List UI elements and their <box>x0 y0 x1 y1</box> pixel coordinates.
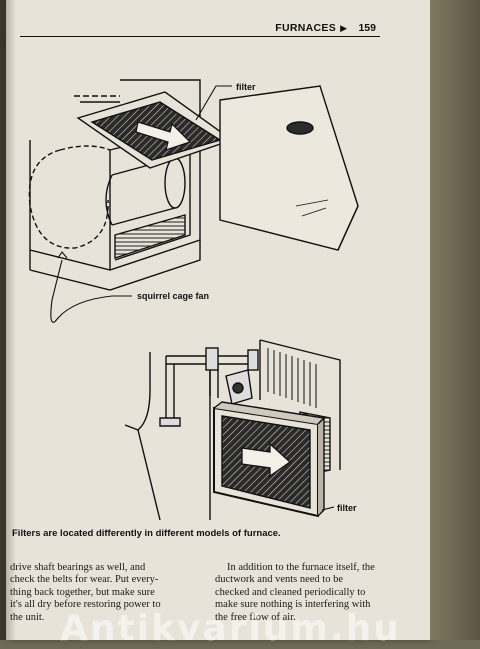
body-column-right: In addition to the furnace itself, the d… <box>215 562 415 624</box>
binding-shadow <box>0 0 6 640</box>
watermark: Antikvarium.hu <box>60 608 401 649</box>
text-line: checked and cleaned periodically to <box>215 586 366 598</box>
top-furnace-drawing <box>28 79 359 323</box>
page-gutter-shade <box>6 0 16 640</box>
body-column-left: drive shaft bearings as well, and check … <box>10 562 205 624</box>
section-title: FURNACES <box>275 22 336 34</box>
running-header: FURNACES ▶ 159 <box>20 22 380 37</box>
book-page <box>6 0 430 640</box>
text-line: thing back together, but make sure <box>10 586 155 598</box>
text-line: make sure nothing is interfering with <box>215 599 371 611</box>
text-line: check the belts for wear. Put every- <box>10 574 159 586</box>
bottom-furnace-drawing <box>124 339 341 521</box>
background-surface <box>430 0 480 640</box>
arrow-right-icon: ▶ <box>340 23 347 33</box>
label-squirrel-cage-fan: squirrel cage fan <box>137 291 209 301</box>
text-line: In addition to the furnace itself, the <box>227 562 375 573</box>
page-number: 159 <box>358 22 376 34</box>
figure-caption: Filters are located differently in diffe… <box>12 528 281 539</box>
text-line: drive shaft bearings as well, and <box>10 562 146 573</box>
adjacent-page-glyph: o <box>1 34 7 44</box>
text-line: the free flow of air. <box>215 611 296 623</box>
text-line: ductwork and vents need to be <box>215 574 344 586</box>
label-filter-top: filter <box>236 82 256 92</box>
label-filter-bottom: filter <box>337 503 357 513</box>
text-line: the unit. <box>10 611 45 623</box>
text-line: it's all dry before restoring power to <box>10 599 161 611</box>
